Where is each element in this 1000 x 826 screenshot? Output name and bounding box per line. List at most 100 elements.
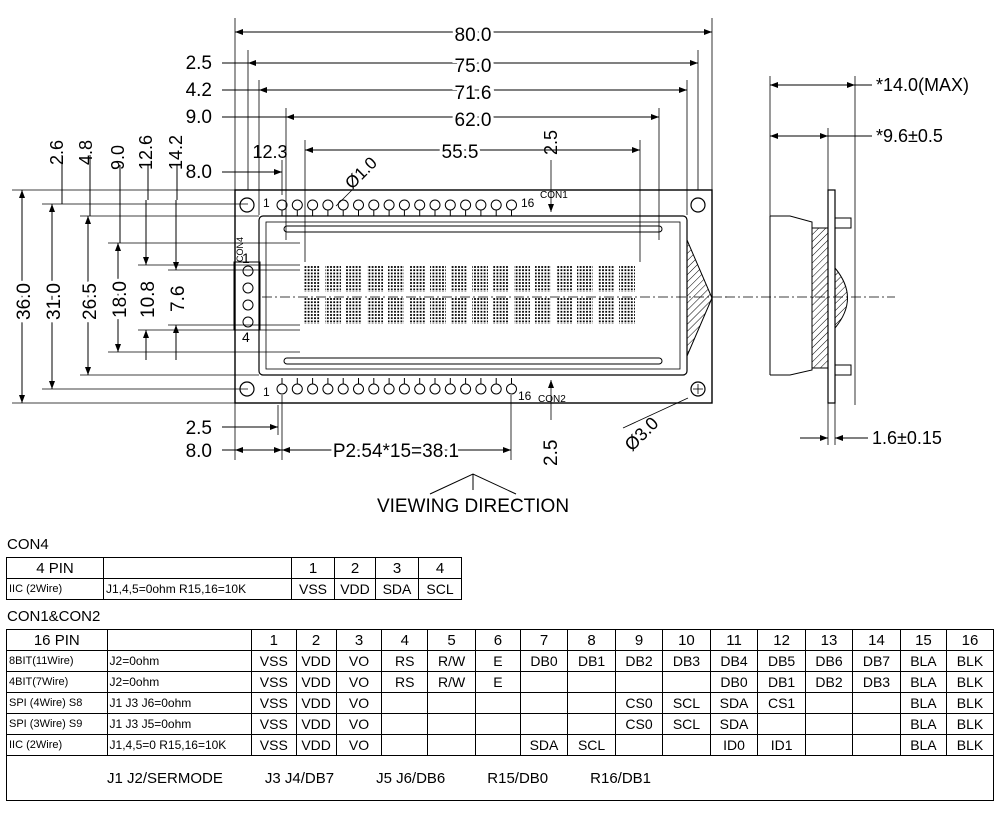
hole-diameter-label: Ø1.0 bbox=[341, 153, 380, 192]
header-pin bbox=[368, 199, 380, 211]
table-cell: VSS bbox=[250, 650, 297, 672]
table-cell: 12 bbox=[757, 629, 807, 651]
header-pin bbox=[460, 383, 472, 395]
viewing-direction-label: VIEWING DIRECTION bbox=[377, 496, 569, 517]
table-cell: 1 bbox=[291, 557, 335, 579]
dim-v-2-6: 2.6 bbox=[47, 140, 67, 165]
character-cell bbox=[577, 265, 593, 292]
table-cell bbox=[427, 692, 476, 714]
table-cell bbox=[567, 692, 616, 714]
dim-left-2-5: 2.5 bbox=[186, 53, 212, 74]
table-cell: VSS bbox=[250, 692, 297, 714]
character-cell bbox=[325, 297, 341, 324]
header-pin bbox=[429, 199, 441, 211]
character-cell bbox=[514, 265, 530, 292]
table-cell: DB7 bbox=[852, 650, 901, 672]
table-cell: 13 bbox=[805, 629, 854, 651]
table-cell: J1 J3 J6=0ohm bbox=[106, 692, 252, 714]
table-cell: VO bbox=[335, 650, 383, 672]
table-cell: DB3 bbox=[662, 650, 711, 672]
table-cell: 2 bbox=[334, 557, 376, 579]
con4-pin4-label: 4 bbox=[242, 329, 250, 345]
table-cell bbox=[106, 629, 252, 651]
header-pin bbox=[429, 383, 441, 395]
table-cell: VDD bbox=[295, 734, 337, 756]
header-pin bbox=[353, 199, 364, 211]
table-cell bbox=[757, 713, 807, 735]
table-cell: BLK bbox=[945, 734, 995, 756]
table-cell: CS0 bbox=[614, 713, 664, 735]
table-cell: SDA bbox=[375, 578, 419, 600]
mount-hole-tl bbox=[239, 197, 255, 213]
dim-v-4-8: 4.8 bbox=[76, 140, 96, 165]
table-cell: 16 PIN bbox=[6, 629, 108, 651]
con2-pin1-label: 1 bbox=[263, 385, 270, 399]
con2-label: CON2 bbox=[538, 394, 566, 405]
table-cell bbox=[805, 734, 854, 756]
dim-left-4-2: 4.2 bbox=[186, 80, 212, 101]
con4-pin1-label: 1 bbox=[242, 250, 250, 266]
character-cell bbox=[367, 297, 383, 324]
header-pin bbox=[368, 383, 380, 395]
header-pin bbox=[444, 383, 456, 395]
dim-10-8: 10.8 bbox=[138, 281, 159, 318]
character-cell bbox=[493, 297, 509, 324]
left-dimension-lines bbox=[12, 155, 300, 404]
table-cell: BLA bbox=[899, 650, 947, 672]
header-pin bbox=[337, 383, 349, 395]
dim-left-9-0: 9.0 bbox=[186, 107, 212, 128]
header-pin bbox=[276, 199, 288, 211]
header-pin bbox=[475, 199, 487, 211]
character-cell bbox=[451, 297, 467, 324]
table-cell: VO bbox=[335, 692, 383, 714]
table-cell bbox=[381, 713, 429, 735]
character-cell bbox=[556, 265, 572, 292]
jumper-legend-item: J5 J6/DB6 bbox=[376, 769, 446, 787]
table-cell: SCL bbox=[567, 734, 616, 756]
character-cell bbox=[304, 265, 320, 292]
dim-bottom-8-0: 8.0 bbox=[186, 441, 212, 462]
dot-matrix-display bbox=[304, 265, 635, 324]
side-view bbox=[725, 76, 895, 445]
table-cell bbox=[475, 713, 521, 735]
con1-label: CON1 bbox=[540, 190, 568, 201]
table-cell: DB6 bbox=[805, 650, 854, 672]
con1-pin1-label: 1 bbox=[263, 196, 270, 210]
header-pin bbox=[291, 199, 303, 211]
mount-hole-tr bbox=[690, 197, 706, 213]
table-cell bbox=[475, 692, 521, 714]
table-cell: VDD bbox=[295, 692, 337, 714]
table-cell bbox=[567, 671, 616, 693]
character-cell bbox=[535, 265, 551, 292]
table-cell: DB3 bbox=[852, 671, 901, 693]
table-cell: VO bbox=[335, 713, 383, 735]
character-cell bbox=[493, 265, 509, 292]
table-cell: 4 PIN bbox=[6, 557, 104, 579]
bottom-dimension-lines bbox=[222, 380, 689, 495]
top-dimension-lines bbox=[222, 18, 713, 262]
table-cell: IIC (2Wire) bbox=[6, 578, 104, 600]
header-pin bbox=[414, 199, 426, 211]
table-cell: 14 bbox=[852, 629, 901, 651]
dim-80: 80.0 bbox=[455, 25, 492, 46]
table-cell: BLA bbox=[899, 671, 947, 693]
mount-hole-bl bbox=[239, 381, 255, 397]
table-cell: 15 bbox=[899, 629, 947, 651]
table-cell: J1,4,5=0ohm R15,16=10K bbox=[103, 578, 292, 600]
table-cell: 5 bbox=[427, 629, 476, 651]
table-cell: 1 bbox=[250, 629, 297, 651]
table-cell: DB4 bbox=[709, 650, 759, 672]
character-cell bbox=[409, 297, 425, 324]
header-pin bbox=[322, 199, 334, 211]
table-cell: 11 bbox=[709, 629, 759, 651]
table-cell: VDD bbox=[295, 650, 337, 672]
table-cell: ID1 bbox=[757, 734, 807, 756]
con4-header bbox=[233, 261, 261, 331]
character-cell bbox=[325, 265, 341, 292]
lcd-module-drawing: 80.0 75.0 71.6 62.0 55.5 12.3 2.5 4.2 9.… bbox=[11, 18, 969, 517]
con1-pin16-label: 16 bbox=[521, 196, 535, 210]
